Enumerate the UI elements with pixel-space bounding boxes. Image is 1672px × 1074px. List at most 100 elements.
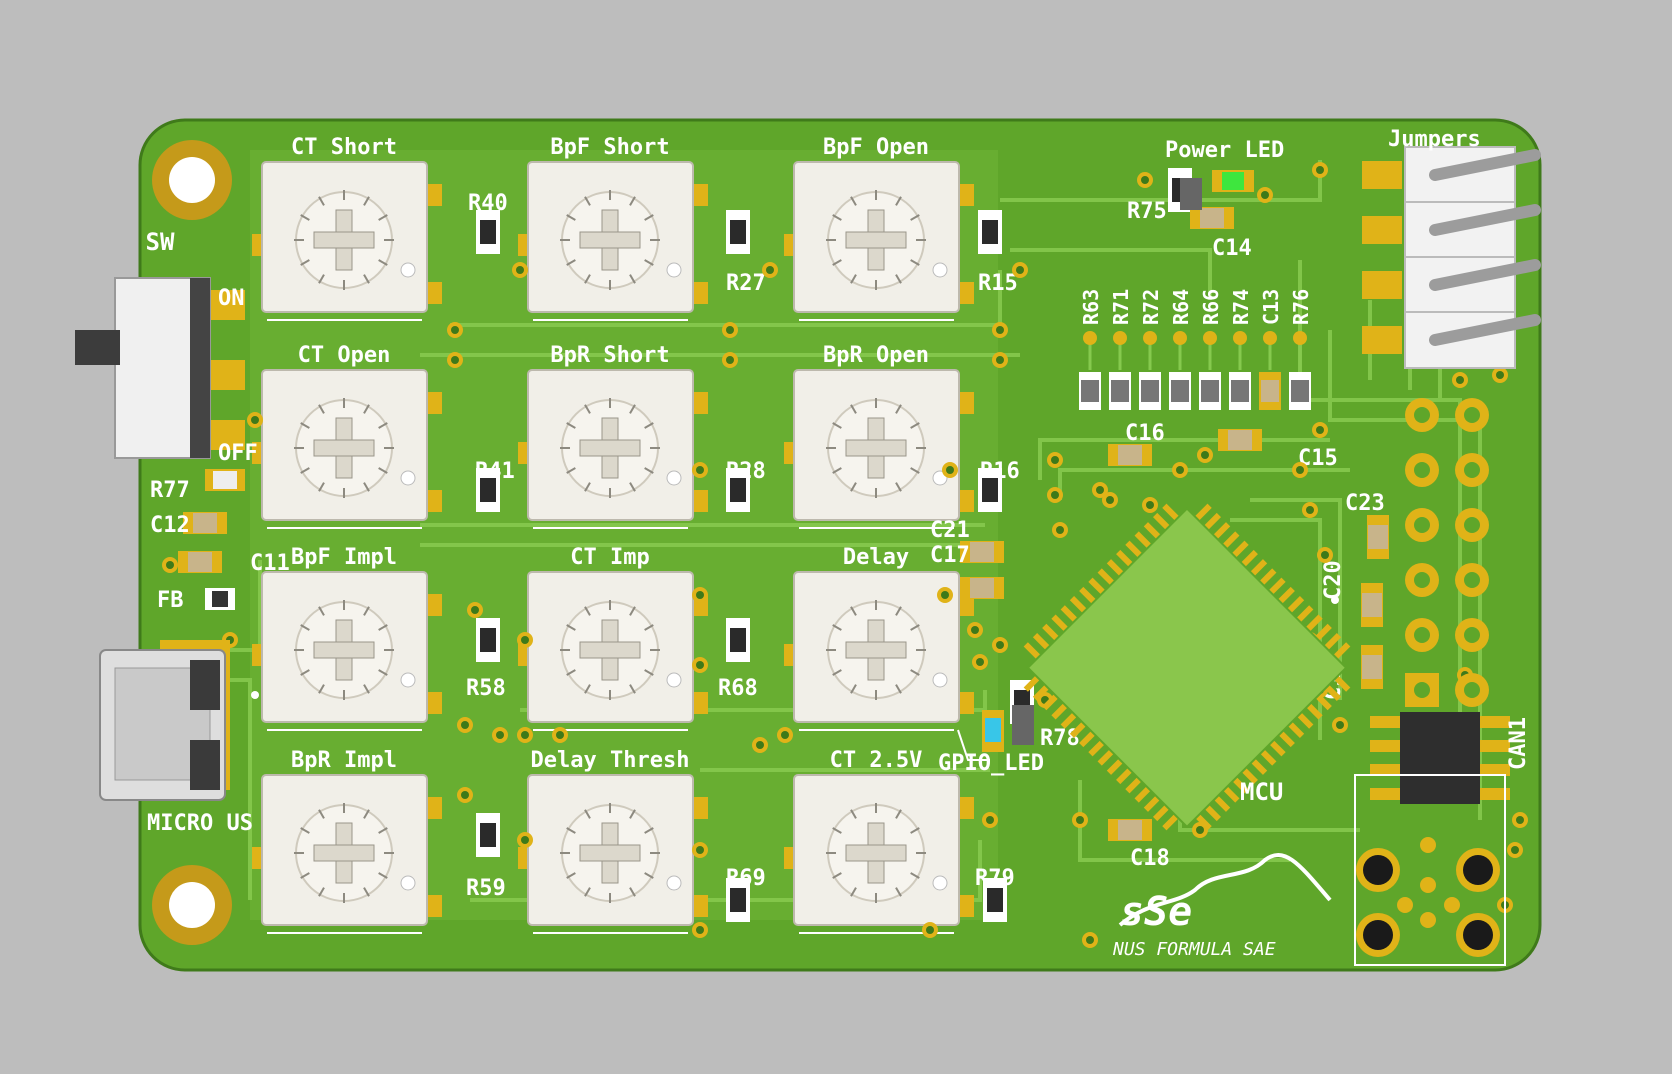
pot-label: BpF Short bbox=[550, 135, 669, 160]
capacitor: C23 bbox=[1345, 491, 1389, 559]
slide-switch[interactable]: SW ON OFF bbox=[75, 228, 258, 466]
capacitor-label: C20 bbox=[1321, 560, 1346, 600]
capacitor-label: C12 bbox=[150, 513, 190, 538]
pot-label: BpF Open bbox=[823, 135, 929, 160]
pin-header-2x6 bbox=[1405, 398, 1489, 707]
array-label: C13 bbox=[1259, 289, 1283, 325]
resistor-label: R77 bbox=[150, 478, 190, 503]
capacitor-label: C14 bbox=[1212, 236, 1252, 261]
can-connector[interactable] bbox=[1354, 774, 1506, 966]
pot-label: BpR Short bbox=[550, 343, 669, 368]
array-component: R64 bbox=[1169, 289, 1193, 410]
jumper-header[interactable]: Jumpers bbox=[1362, 127, 1541, 369]
pot-label: BpR Impl bbox=[291, 748, 397, 773]
mounting-holes bbox=[152, 140, 232, 945]
trimmer-pot[interactable]: Delay Thresh bbox=[518, 748, 708, 934]
array-component: R63 bbox=[1079, 289, 1103, 410]
resistor: R79 bbox=[975, 866, 1015, 922]
array-label: R74 bbox=[1229, 289, 1253, 325]
array-label: R66 bbox=[1199, 289, 1223, 325]
capacitor: C12 bbox=[150, 512, 227, 538]
resistor-label: R28 bbox=[726, 459, 766, 484]
trimmer-pot[interactable]: CT Short bbox=[252, 135, 442, 321]
resistor-label: R75 bbox=[1127, 199, 1167, 224]
pot-label: BpR Open bbox=[823, 343, 929, 368]
resistor: R40 bbox=[468, 191, 508, 254]
trimmer-pot[interactable]: BpF Short bbox=[518, 135, 708, 321]
array-label: R71 bbox=[1109, 289, 1133, 325]
mcu-chip: MCU bbox=[1023, 503, 1351, 831]
micro-usb-connector[interactable]: MICRO US bbox=[99, 640, 259, 836]
array-component: R66 bbox=[1199, 289, 1223, 410]
array-label: R63 bbox=[1079, 289, 1103, 325]
can-label: CAN1 bbox=[1506, 717, 1531, 770]
trimmer-pot[interactable]: CT Imp bbox=[518, 545, 708, 731]
capacitor-label: C21 bbox=[930, 518, 970, 543]
pot-label: CT Short bbox=[291, 135, 397, 160]
capacitor: C20 bbox=[1321, 560, 1383, 627]
trimmer-pots: CT Short BpF Short BpF Open CT Open BpR Shor… bbox=[252, 135, 974, 934]
pot-label: CT 2.5V bbox=[830, 748, 923, 773]
fb-label: FB bbox=[157, 588, 184, 613]
resistor-label: R79 bbox=[975, 866, 1015, 891]
resistor-label: R16 bbox=[980, 459, 1020, 484]
resistor: R15 bbox=[978, 210, 1018, 296]
capacitor: C14 bbox=[1190, 207, 1252, 261]
sw-label: SW bbox=[146, 228, 175, 256]
trimmer-pot[interactable]: BpR Open bbox=[784, 343, 974, 529]
array-label: R76 bbox=[1289, 289, 1313, 325]
nus-fsae-logo: sSe NUS FORMULA SAE bbox=[1112, 853, 1332, 960]
sw-on-label: ON bbox=[218, 286, 245, 311]
capacitor-label: C16 bbox=[1125, 421, 1165, 446]
capacitor: C18 bbox=[1108, 819, 1170, 871]
resistor-label: R15 bbox=[978, 271, 1018, 296]
can-transceiver: CAN1 bbox=[1370, 712, 1531, 804]
resistor: R28 bbox=[726, 459, 766, 512]
resistor: R77 bbox=[150, 469, 245, 503]
resistor-label: R27 bbox=[726, 271, 766, 296]
capacitor-label: C23 bbox=[1345, 491, 1385, 516]
resistor-label: R58 bbox=[466, 676, 506, 701]
trimmer-pot[interactable]: CT Open bbox=[252, 343, 442, 529]
pot-label: CT Open bbox=[298, 343, 391, 368]
array-component: C13 bbox=[1259, 289, 1283, 410]
capacitor: C11 bbox=[178, 551, 290, 576]
trimmer-pot[interactable]: BpF Open bbox=[784, 135, 974, 321]
resistor-label: R69 bbox=[726, 866, 766, 891]
ferrite-bead: FB bbox=[157, 588, 235, 613]
array-component: R74 bbox=[1229, 289, 1253, 410]
mcu-label: MCU bbox=[1240, 778, 1283, 806]
logo-text: NUS FORMULA SAE bbox=[1112, 939, 1276, 960]
capacitor-label: C18 bbox=[1130, 846, 1170, 871]
pot-label: Delay Thresh bbox=[531, 748, 690, 773]
resistor: R69 bbox=[726, 866, 766, 922]
power-led: Power LED bbox=[1165, 138, 1284, 210]
svg-text:sSe: sSe bbox=[1120, 889, 1192, 935]
trimmer-pot[interactable]: BpR Short bbox=[518, 343, 708, 529]
capacitor: C16 bbox=[1108, 421, 1165, 466]
resistor: R59 bbox=[466, 813, 506, 901]
capacitor-label: C17 bbox=[930, 543, 970, 568]
trimmer-pot[interactable]: BpF Impl bbox=[252, 545, 442, 731]
array-component: R72 bbox=[1139, 289, 1163, 410]
array-component: R71 bbox=[1109, 289, 1133, 410]
resistor-label: R78 bbox=[1040, 726, 1080, 751]
trimmer-pot[interactable]: BpR Impl bbox=[252, 748, 442, 934]
power-led-label: Power LED bbox=[1165, 138, 1284, 163]
trimmer-pot[interactable]: Delay bbox=[784, 545, 974, 731]
jumpers-label: Jumpers bbox=[1388, 127, 1481, 152]
array-label: R64 bbox=[1169, 289, 1193, 325]
micro-usb-label: MICRO US bbox=[147, 811, 253, 836]
gpio-led: GPIO_LED bbox=[938, 705, 1044, 776]
pot-label: BpF Impl bbox=[291, 545, 397, 570]
resistor: R41 bbox=[475, 459, 515, 512]
capacitor: C17 bbox=[930, 543, 1004, 599]
trimmer-pot[interactable]: CT 2.5V bbox=[784, 748, 974, 934]
array-label: R72 bbox=[1139, 289, 1163, 325]
resistor: R58 bbox=[466, 618, 506, 701]
pot-label: CT Imp bbox=[570, 545, 649, 570]
